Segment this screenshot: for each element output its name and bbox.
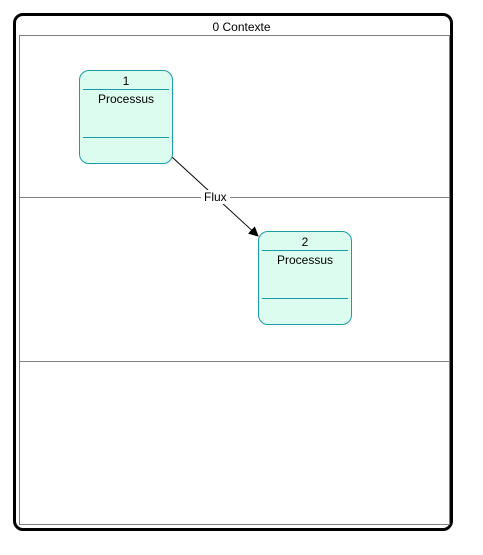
process-divider	[262, 250, 348, 251]
process-box-1[interactable]: 1 Processus	[79, 70, 173, 164]
context-title: 0 Contexte	[212, 20, 271, 34]
flow-label[interactable]: Flux	[201, 190, 230, 204]
process-divider	[83, 137, 169, 138]
swimlane-divider	[19, 361, 450, 362]
process-name: Processus	[276, 253, 334, 267]
process-id: 1	[122, 74, 130, 88]
process-divider	[262, 298, 348, 299]
process-name: Processus	[97, 92, 155, 106]
process-divider	[83, 89, 169, 90]
process-box-2[interactable]: 2 Processus	[258, 231, 352, 325]
swimlane-divider	[19, 197, 450, 198]
process-id: 2	[301, 235, 309, 249]
